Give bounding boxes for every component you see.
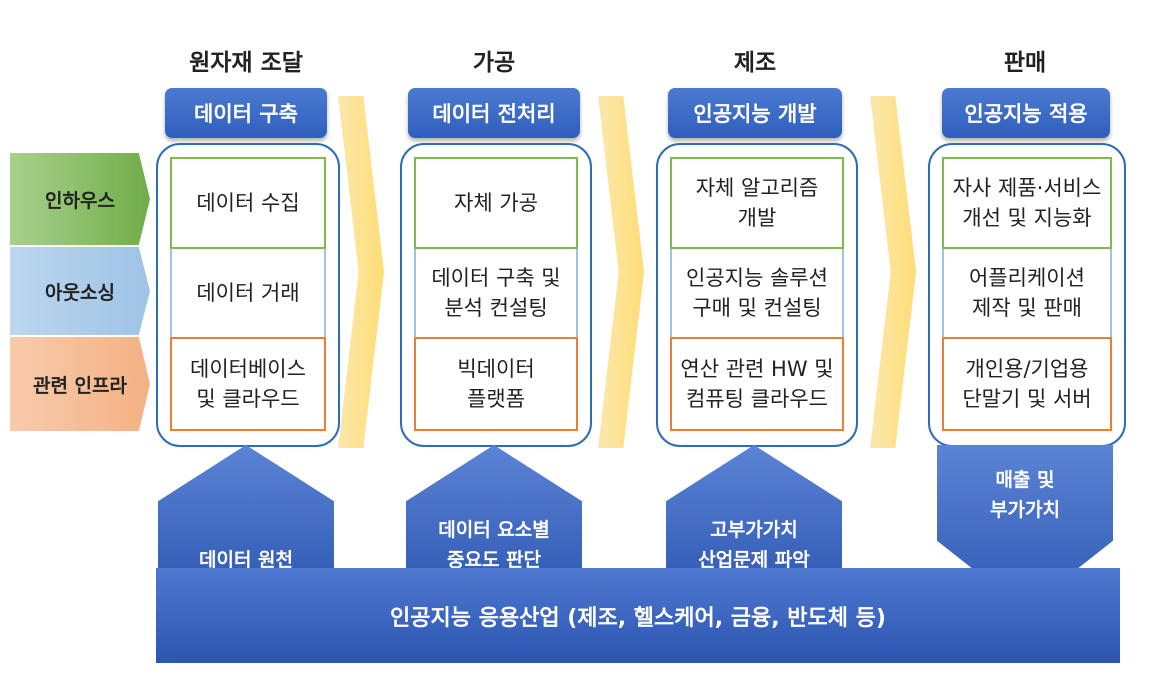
cell-outsourcing: 어플리케이션 제작 및 판매 [942, 249, 1112, 337]
stage-header-ai-development: 인공지능 개발 [668, 88, 842, 138]
stage-header-data-build: 데이터 구축 [165, 88, 327, 138]
cell-inhouse: 자체 알고리즘 개발 [670, 157, 844, 249]
cell-outsourcing: 데이터 거래 [170, 249, 326, 337]
stage-box-processing: 자체 가공 데이터 구축 및 분석 컨설팅 빅데이터 플랫폼 [400, 143, 592, 447]
cell-inhouse: 자사 제품·서비스 개선 및 지능화 [942, 157, 1112, 249]
row-label-inhouse: 인하우스 [10, 153, 150, 245]
stage-box-manufacturing: 자체 알고리즘 개발 인공지능 솔루션 구매 및 컨설팅 연산 관련 HW 및 … [656, 143, 858, 447]
stage-box-sales: 자사 제품·서비스 개선 및 지능화 어플리케이션 제작 및 판매 개인용/기업… [928, 143, 1126, 447]
stage-title-sales: 판매 [1003, 50, 1047, 76]
chevron-arrow-1 [338, 96, 384, 448]
cell-outsourcing: 인공지능 솔루션 구매 및 컨설팅 [670, 249, 844, 337]
stage-box-procurement: 데이터 수집 데이터 거래 데이터베이스 및 클라우드 [156, 143, 340, 447]
stage-title-processing: 가공 [472, 50, 516, 76]
chevron-arrow-2 [598, 96, 644, 448]
ai-application-industry-bar: 인공지능 응용산업 (제조, 헬스케어, 금융, 반도체 등) [156, 568, 1120, 663]
stage-header-preprocessing: 데이터 전처리 [408, 88, 580, 138]
stage-title-manufacturing: 제조 [733, 50, 777, 76]
row-label-infrastructure: 관련 인프라 [10, 337, 150, 431]
cell-infrastructure: 데이터베이스 및 클라우드 [170, 337, 326, 431]
stage-header-ai-application: 인공지능 적용 [942, 88, 1110, 138]
cell-infrastructure: 연산 관련 HW 및 컴퓨팅 클라우드 [670, 337, 844, 431]
cell-infrastructure: 개인용/기업용 단말기 및 서버 [942, 337, 1112, 431]
cell-outsourcing: 데이터 구축 및 분석 컨설팅 [414, 249, 578, 337]
cell-inhouse: 데이터 수집 [170, 157, 326, 249]
chevron-arrow-3 [870, 96, 916, 448]
cell-infrastructure: 빅데이터 플랫폼 [414, 337, 578, 431]
cell-inhouse: 자체 가공 [414, 157, 578, 249]
stage-title-procurement: 원자재 조달 [189, 50, 303, 76]
row-label-outsourcing: 아웃소싱 [10, 247, 150, 335]
